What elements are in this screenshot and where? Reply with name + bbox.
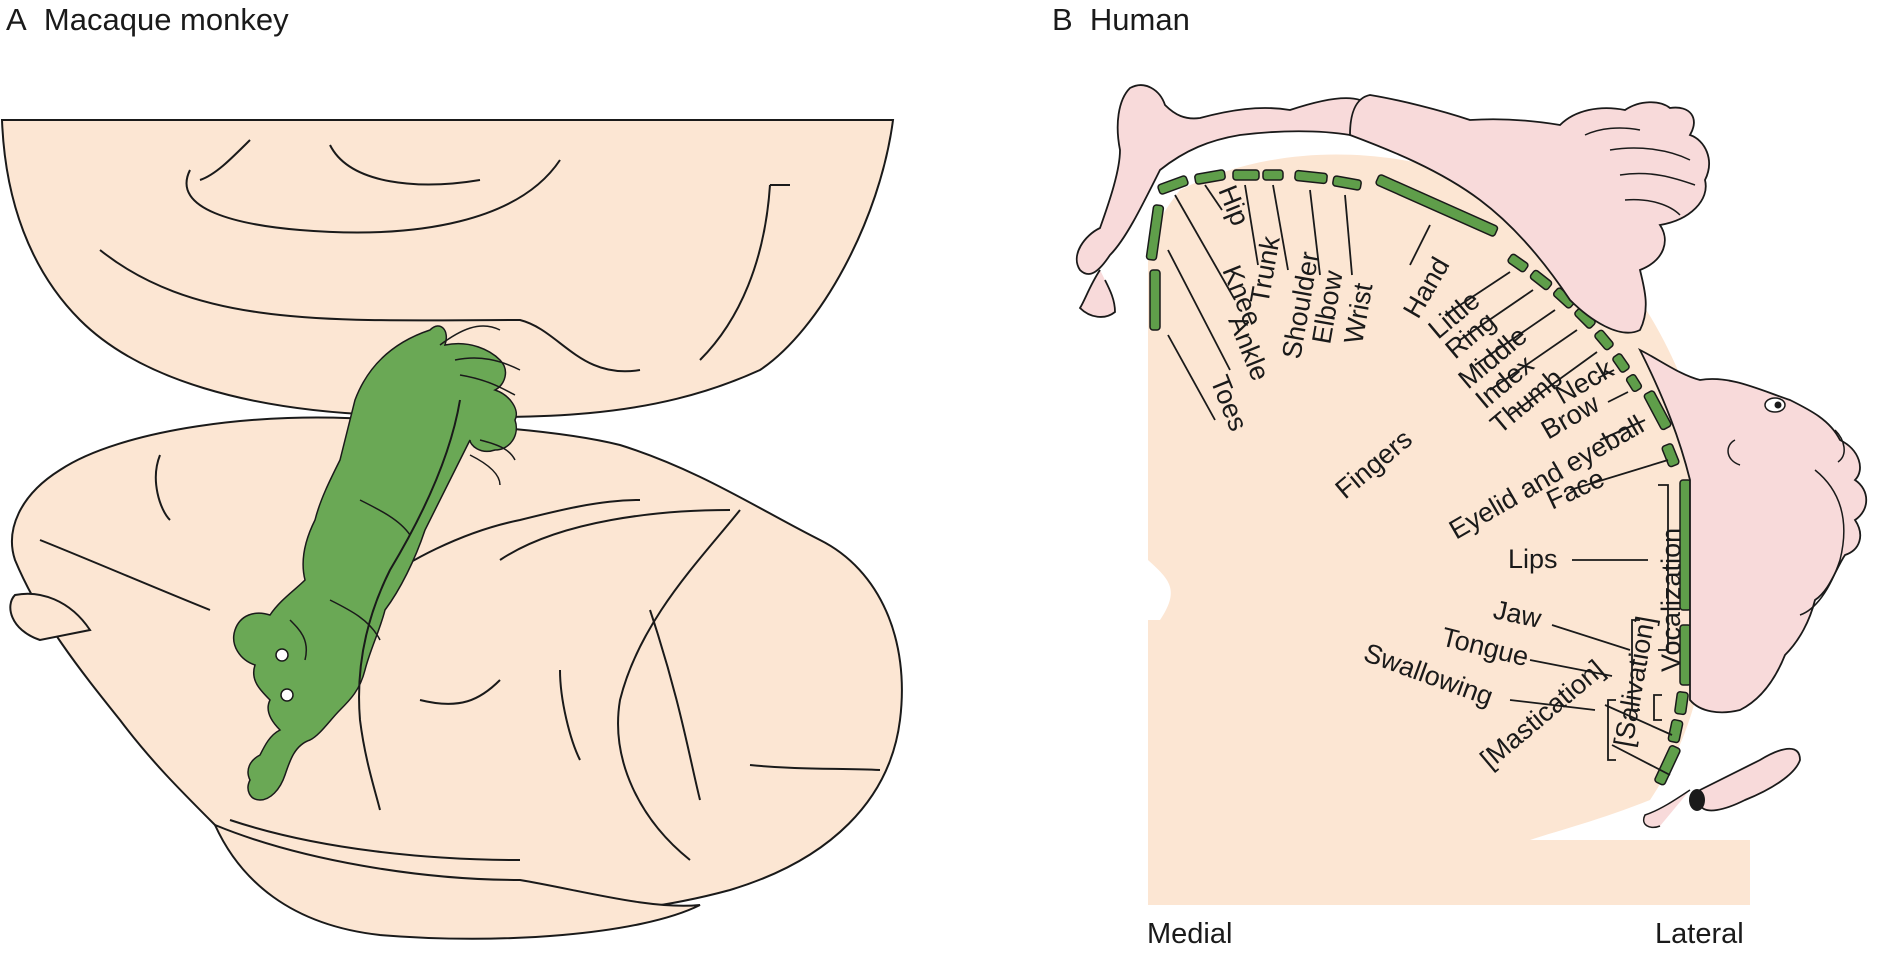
homunculus-pupil: [1774, 401, 1782, 409]
panel-a-letter: A: [6, 2, 27, 37]
label-lips: Lips: [1508, 544, 1558, 574]
monkey-body-line: [329, 499, 411, 641]
panel-b-title-text: Human: [1089, 2, 1190, 37]
homunculus-nose: [1834, 429, 1845, 463]
homunculus-leg: [1075, 84, 1362, 275]
lower-sulcus-9: [419, 679, 501, 705]
temporal-pole: [9, 592, 92, 642]
upper-sulcus-3: [329, 144, 481, 186]
upper-sulcus-1: [99, 249, 641, 373]
homunculus-throat: [1689, 789, 1705, 811]
label-vocalization: Vocalization: [1656, 528, 1686, 672]
central-sulcus: [358, 399, 461, 811]
bracket-marks: [1607, 484, 1669, 761]
homunculus-face: [1637, 347, 1868, 714]
monkey-face-line: [289, 619, 307, 661]
panel-a-title-text: Macaque monkey: [43, 2, 289, 37]
homunculus-foot: [1078, 269, 1116, 318]
homunculus-tongue: [1699, 747, 1801, 812]
panel-b-letter: B: [1052, 2, 1073, 37]
monkey-motor-map: [233, 325, 517, 801]
panel-a-title: A Macaque monkey: [6, 2, 289, 38]
lower-sulcus-7: [749, 764, 881, 771]
lower-sulcus-6: [649, 609, 701, 801]
homunculus-ear: [1727, 439, 1741, 466]
monkey-fingers-top: [439, 325, 521, 396]
lateral-label: Lateral: [1655, 918, 1744, 950]
upper-sulcus-4: [699, 184, 771, 361]
lower-sulcus-2: [154, 454, 171, 521]
monkey-fingers-mid: [469, 439, 516, 486]
macaque-brain-illustration: [0, 119, 903, 940]
lower-sulcus-1: [39, 539, 211, 611]
lower-sulcus-4: [499, 509, 731, 561]
homunculus-lips: [1799, 469, 1845, 616]
lower-sulcus-5: [617, 509, 741, 861]
upper-sulcus-6: [199, 139, 251, 181]
medial-label: Medial: [1147, 918, 1233, 950]
monkey-eye-1: [275, 648, 289, 662]
human-homunculus-illustration: Toes Ankle Knee Hip Trunk Shoulder Elbow…: [1075, 84, 1868, 906]
lower-sulcus-10: [229, 819, 521, 861]
cerebellum: [213, 823, 701, 940]
lower-sulcus-8: [559, 669, 581, 761]
homunculus-pharynx: [1643, 789, 1691, 829]
homunculus-arm-hand: [1349, 94, 1710, 334]
leader-lines: [1167, 184, 1673, 776]
panel-b-title: B Human: [1052, 2, 1190, 38]
cortex-notch: [1148, 560, 1171, 620]
homunculus-fingers: [1584, 127, 1696, 216]
monkey-eye-2: [280, 688, 294, 702]
motor-strip: [1145, 169, 1692, 786]
upper-sulcus-2: [185, 159, 561, 234]
lower-hemisphere: [11, 416, 903, 918]
